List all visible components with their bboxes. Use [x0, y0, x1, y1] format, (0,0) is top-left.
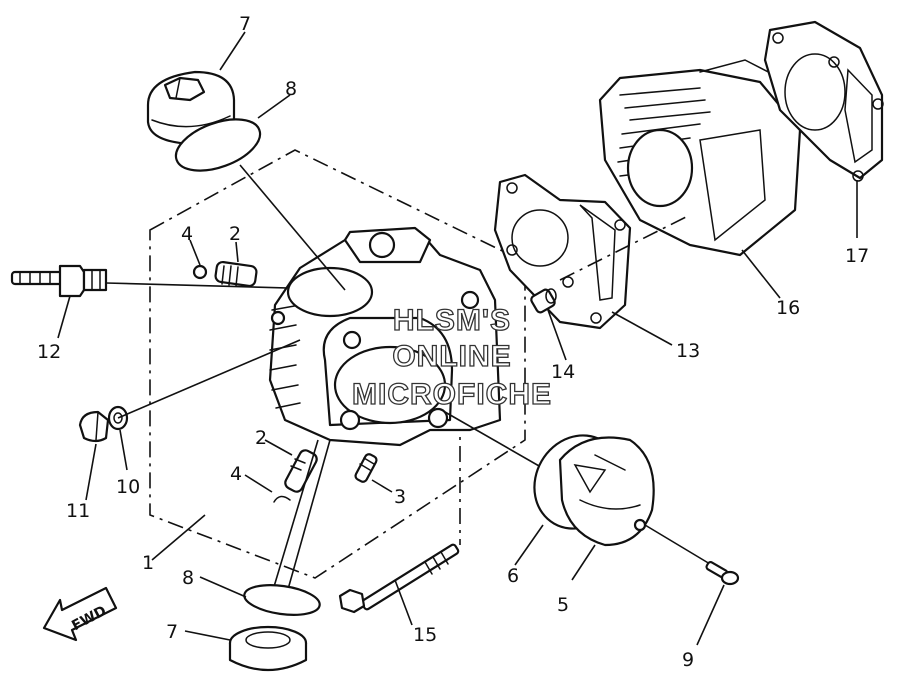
spark-plug: [10, 264, 108, 298]
lower-cap-lead-b: [269, 439, 319, 601]
callout-16: 16: [776, 297, 800, 319]
o-ring-top: [174, 118, 262, 172]
watermark-line-3: MICROFICHE: [352, 378, 552, 411]
stud-upper: [214, 260, 258, 288]
stud-bolt-15: [338, 543, 460, 614]
dowel-washer-lower: [273, 495, 291, 503]
callout-1: 1: [142, 552, 154, 574]
tappet-cover-cap-bottom: [228, 625, 308, 672]
fwd-arrow: FWD: [42, 586, 118, 642]
callout-6: 6: [507, 565, 519, 587]
cylinder-align-line: [559, 214, 691, 281]
callout-13: 13: [676, 340, 700, 362]
callout-7-bottom: 7: [166, 621, 178, 643]
base-gasket-17: [763, 20, 884, 182]
callout-17: 17: [845, 245, 869, 267]
bolt-9: [705, 561, 740, 586]
watermark: HLSM'S ONLINE MICROFICHE: [351, 303, 552, 411]
callout-4-lower: 4: [230, 463, 242, 485]
callout-15: 15: [413, 624, 437, 646]
o-ring-bottom: [243, 584, 321, 616]
callout-8-bottom: 8: [182, 567, 194, 589]
watermark-line-1: HLSM'S: [393, 304, 511, 337]
callout-10: 10: [116, 476, 140, 498]
plug-axis: [117, 339, 301, 419]
callout-4-upper: 4: [181, 223, 193, 245]
watermark-line-2: ONLINE: [392, 340, 511, 373]
callout-12: 12: [37, 341, 61, 363]
callout-8-top: 8: [285, 78, 297, 100]
callout-14: 14: [551, 361, 575, 383]
cylinder-head: [268, 226, 502, 447]
end-cover-5: [558, 436, 655, 547]
bolt-3: [354, 453, 378, 483]
dowel-washer-upper: [192, 264, 208, 280]
leader-lines: [57, 31, 858, 646]
callout-9: 9: [682, 649, 694, 671]
assembly-boundary: [149, 149, 526, 579]
callout-5: 5: [557, 594, 569, 616]
callout-2-upper: 2: [229, 223, 241, 245]
upper-cap-lead: [239, 164, 346, 291]
dowel-pin-14: [530, 288, 557, 314]
plug-11: [78, 410, 110, 443]
cylinder-16: [598, 59, 802, 257]
callout-3: 3: [394, 486, 406, 508]
callout-7-top: 7: [239, 13, 251, 35]
head-gasket-13: [493, 173, 632, 330]
lower-cap-lead-a: [284, 439, 331, 601]
callout-11: 11: [66, 500, 90, 522]
callout-2-lower: 2: [255, 427, 267, 449]
stud-lower: [284, 449, 318, 493]
